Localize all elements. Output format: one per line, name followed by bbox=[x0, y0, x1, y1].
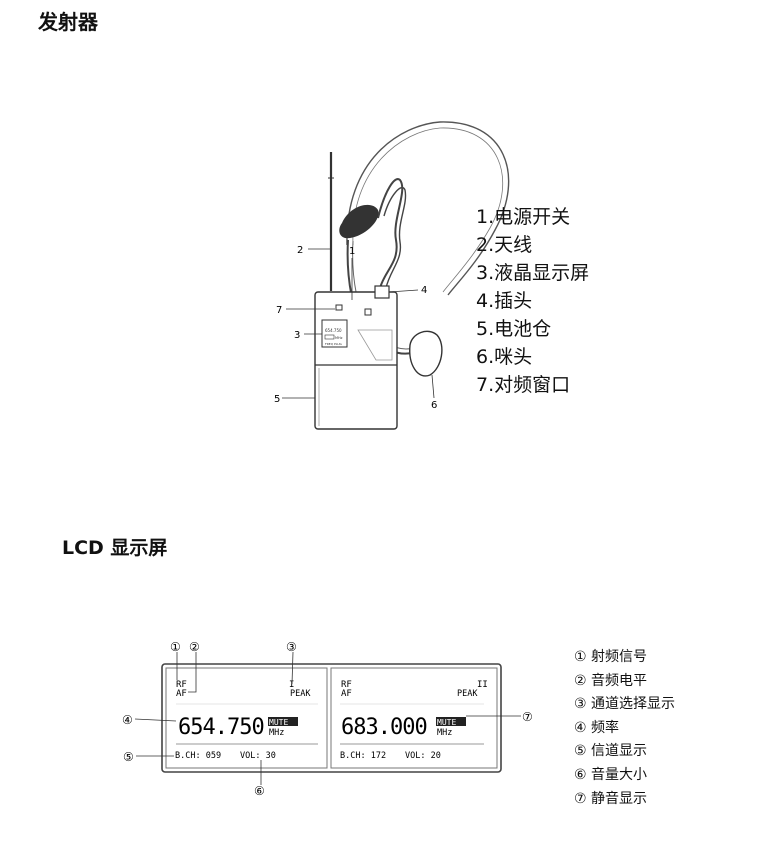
legend-item: ⑥ 音量大小 bbox=[574, 766, 648, 783]
lcd-right-af: AF bbox=[341, 689, 352, 699]
svg-text:FREQ PLUG: FREQ PLUG bbox=[325, 342, 343, 346]
transmitter-heading: 发射器 bbox=[38, 10, 98, 34]
lcd-left-bch: B.CH: 059 bbox=[175, 751, 221, 761]
legend-item: ② 音频电平 bbox=[574, 672, 648, 689]
lcd-right-vol: VOL: 20 bbox=[405, 751, 441, 761]
plug bbox=[374, 285, 390, 299]
lcd-legend: ① 射频信号 ② 音频电平 ③ 通道选择显示 ④ 频率 ⑤ 信道显示 ⑥ 音量大… bbox=[574, 646, 675, 811]
ear-clip bbox=[339, 204, 379, 239]
lcd-callout-4: ④ bbox=[122, 713, 133, 727]
svg-text:654.750: 654.750 bbox=[325, 328, 342, 333]
lcd-left-mute: MUTE bbox=[269, 718, 288, 727]
lcd-callout-1: ① bbox=[170, 640, 181, 654]
sync-window bbox=[335, 304, 343, 311]
lcd-left-peak: PEAK bbox=[290, 689, 311, 699]
lcd-right-unit: MHz bbox=[437, 728, 452, 738]
callout-7: 7 bbox=[276, 305, 282, 316]
cable-coil bbox=[377, 178, 404, 289]
lcd-callout-7: ⑦ bbox=[522, 710, 533, 724]
legend-item: 7.对频窗口 bbox=[476, 374, 571, 396]
lcd-heading: LCD 显示屏 bbox=[62, 537, 168, 559]
transmitter-legend: 1.电源开关 2.天线 3.液晶显示屏 4.插头 5.电池仓 6.咪头 7.对频… bbox=[476, 203, 589, 399]
lcd-right-freq: 683.000 bbox=[341, 715, 427, 740]
lcd-right-mute: MUTE bbox=[437, 718, 456, 727]
lcd-left-vol: VOL: 30 bbox=[240, 751, 276, 761]
legend-item: 1.电源开关 bbox=[476, 206, 571, 228]
lcd-callout-3: ③ bbox=[286, 640, 297, 654]
legend-item: ① 射频信号 bbox=[574, 649, 648, 665]
legend-item: 4.插头 bbox=[476, 290, 533, 312]
callout-6: 6 bbox=[431, 400, 437, 411]
lcd-callout-6: ⑥ bbox=[254, 784, 265, 798]
callout-3: 3 bbox=[294, 330, 300, 341]
legend-item: 5.电池仓 bbox=[476, 318, 552, 340]
legend-item: 6.咪头 bbox=[476, 346, 533, 368]
callout-2: 2 bbox=[297, 245, 303, 256]
callout-1: 1 bbox=[349, 246, 355, 257]
lcd-left-channel: I bbox=[289, 680, 294, 690]
callout-4: 4 bbox=[421, 285, 427, 296]
legend-item: ⑤ 信道显示 bbox=[574, 743, 648, 760]
lcd-right-rf: RF bbox=[341, 680, 352, 690]
small-lcd bbox=[321, 319, 348, 348]
lcd-left-freq: 654.750 bbox=[178, 715, 264, 740]
lcd-callout-2: ② bbox=[189, 640, 200, 654]
power-switch bbox=[364, 308, 372, 316]
lcd-callout-5: ⑤ bbox=[123, 750, 134, 764]
antenna bbox=[328, 152, 334, 291]
mic-capsule bbox=[409, 330, 443, 377]
lcd-right-bch: B.CH: 172 bbox=[340, 751, 386, 761]
legend-item: 3.液晶显示屏 bbox=[476, 262, 590, 284]
callout-5: 5 bbox=[274, 394, 280, 405]
body-pack bbox=[314, 291, 398, 430]
lcd-panel: RF AF I PEAK 654.750 MUTE MHz B.CH: 059 … bbox=[161, 663, 502, 773]
lcd-left-af: AF bbox=[176, 689, 187, 699]
svg-text:MHz: MHz bbox=[335, 336, 343, 340]
legend-item: ⑦ 静音显示 bbox=[574, 790, 648, 807]
lcd-left-rf: RF bbox=[176, 680, 187, 690]
headset-band bbox=[346, 121, 510, 296]
lcd-right-peak: PEAK bbox=[457, 689, 478, 699]
legend-item: ④ 频率 bbox=[574, 719, 620, 736]
lcd-left-unit: MHz bbox=[269, 728, 284, 738]
lcd-right-channel: II bbox=[477, 680, 488, 690]
legend-item: 2.天线 bbox=[476, 234, 533, 256]
legend-item: ③ 通道选择显示 bbox=[574, 696, 676, 713]
